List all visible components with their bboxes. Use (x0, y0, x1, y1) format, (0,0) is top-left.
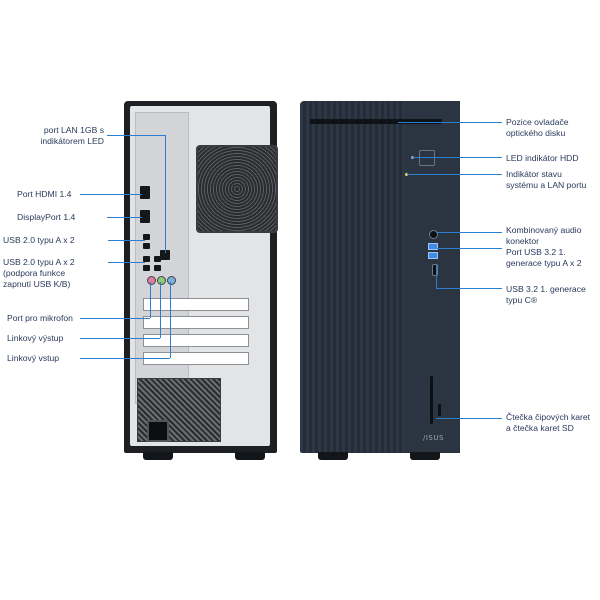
sd-card-slot (438, 404, 441, 416)
usb2-port-1 (143, 234, 150, 240)
brand-logo: /ISUS (423, 434, 444, 442)
smart-card-slot (430, 376, 433, 424)
callout-line-usbc (436, 264, 437, 288)
callout-line-lineout-v (160, 282, 161, 338)
rear-fan-grille (196, 145, 278, 233)
power-socket (147, 420, 169, 442)
label-line-in: Linkový vstup (7, 353, 60, 363)
usb2-port-2 (143, 243, 150, 249)
usb-c-port (432, 264, 438, 276)
label-status-led: Indikátor stavu systému a LAN portu (506, 169, 587, 190)
expansion-slot (143, 334, 249, 347)
label-mic-port: Port pro mikrofon (7, 313, 73, 323)
label-lan-port: port LAN 1GB s indikátorem LED (40, 125, 104, 146)
label-displayport: DisplayPort 1.4 (17, 212, 76, 222)
rear-foot-left (143, 452, 173, 460)
callout-line-linein-v (170, 282, 171, 358)
power-button (419, 150, 435, 166)
callout-line-mic-v (150, 282, 151, 318)
callout-line-audio (436, 232, 502, 233)
callout-line-hdd (413, 157, 502, 158)
callout-line-card (436, 418, 502, 419)
hdmi-port (140, 186, 150, 199)
callout-line-lan-v (165, 135, 166, 253)
status-led (405, 173, 408, 176)
callout-line-status (407, 174, 502, 175)
front-foot-left (318, 452, 348, 460)
displayport-port (140, 210, 150, 223)
lan-port (160, 250, 170, 260)
callout-line-lan (107, 135, 165, 136)
expansion-slot (143, 298, 249, 311)
line-out-jack (157, 276, 166, 285)
label-usb-c: USB 3.2 1. generace typu C® (506, 284, 586, 305)
rear-foot-right (235, 452, 265, 460)
label-hdmi-port: Port HDMI 1.4 (17, 189, 72, 199)
usb2-port-3 (143, 256, 150, 262)
mic-jack (147, 276, 156, 285)
callout-line-lineout (80, 338, 160, 339)
callout-line-odd (398, 122, 502, 123)
label-optical-drive: Pozice ovladače optického disku (506, 117, 569, 138)
callout-line-linein (80, 358, 170, 359)
label-usb2-b: USB 2.0 typu A x 2 (podpora funkce zapnu… (3, 257, 75, 289)
label-usb2-a: USB 2.0 typu A x 2 (3, 235, 75, 245)
hdd-led (411, 156, 414, 159)
label-audio-combo: Kombinovaný audio konektor (506, 225, 582, 246)
callout-line-dp (107, 217, 142, 218)
front-foot-right (410, 452, 440, 460)
usb2-port-6 (154, 265, 161, 271)
label-hdd-led: LED indikátor HDD (506, 153, 579, 163)
callout-line-usbc-h (436, 288, 502, 289)
audio-combo-jack (429, 230, 438, 239)
expansion-slot (143, 316, 249, 329)
usb2-port-4 (143, 265, 150, 271)
callout-line-usb2-b (108, 262, 145, 263)
line-in-jack (167, 276, 176, 285)
optical-drive-bay (310, 119, 442, 124)
callout-line-usb2-a (108, 240, 145, 241)
callout-line-usb32a (437, 248, 502, 249)
label-usb32-a: Port USB 3.2 1. generace typu A x 2 (506, 247, 582, 268)
usb32-a-port-2 (428, 252, 438, 259)
usb2-port-5 (154, 256, 161, 262)
label-line-out: Linkový výstup (7, 333, 64, 343)
label-card-reader: Čtečka čipových karet a čtečka karet SD (506, 412, 591, 433)
callout-line-hdmi (80, 194, 142, 195)
usb32-a-port-1 (428, 243, 438, 250)
callout-line-mic (80, 318, 150, 319)
